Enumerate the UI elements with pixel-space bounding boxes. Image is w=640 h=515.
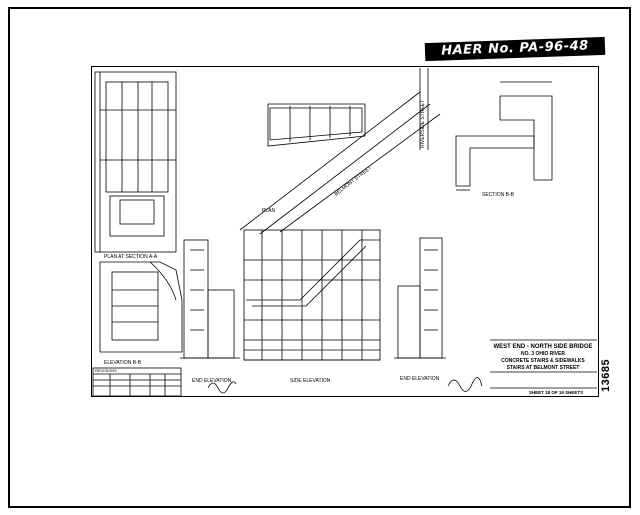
label-elevation-bb: ELEVATION B-B [104,360,142,366]
label-riverside-street: RIVERSIDE STREET [420,100,426,148]
label-end-elevation-right: END ELEVATION [400,376,440,382]
outer-frame [8,7,631,508]
title-line4: STAIRS AT BELMONT STREET [507,365,580,371]
drawing-sheet [91,66,599,397]
label-belmont-street: BELMONT STREET [334,165,373,198]
label-revisions: REVISIONS [95,368,117,373]
title-line3: CONCRETE STAIRS & SIDEWALKS [501,358,585,364]
label-side-elevation: SIDE ELEVATION [290,378,331,384]
label-plan-section-aa: PLAN AT SECTION A-A [104,254,158,260]
end-elevation-right-drawing [394,237,446,359]
label-section-bb: SECTION B-B [482,192,515,198]
title-line2: NO. 3 OHIO RIVER [521,351,565,357]
title-line1: WEST END - NORTH SIDE BRIDGE [493,344,592,350]
stair-plan-drawing [239,68,441,235]
sheet-number: SHEET 18 OF 19 SHEETS [529,390,583,395]
revisions-table [92,367,182,397]
end-elevation-left-drawing [180,239,240,359]
section-bb-drawing [455,81,553,191]
elevation-bb-drawing [99,261,183,353]
signature-left [207,381,237,394]
signature-right [447,377,483,392]
plan-section-aa-drawing [94,71,177,253]
label-plan: PLAN [262,208,275,214]
side-elevation-drawing [243,229,381,361]
label-end-elevation-left: END ELEVATION [192,378,232,384]
